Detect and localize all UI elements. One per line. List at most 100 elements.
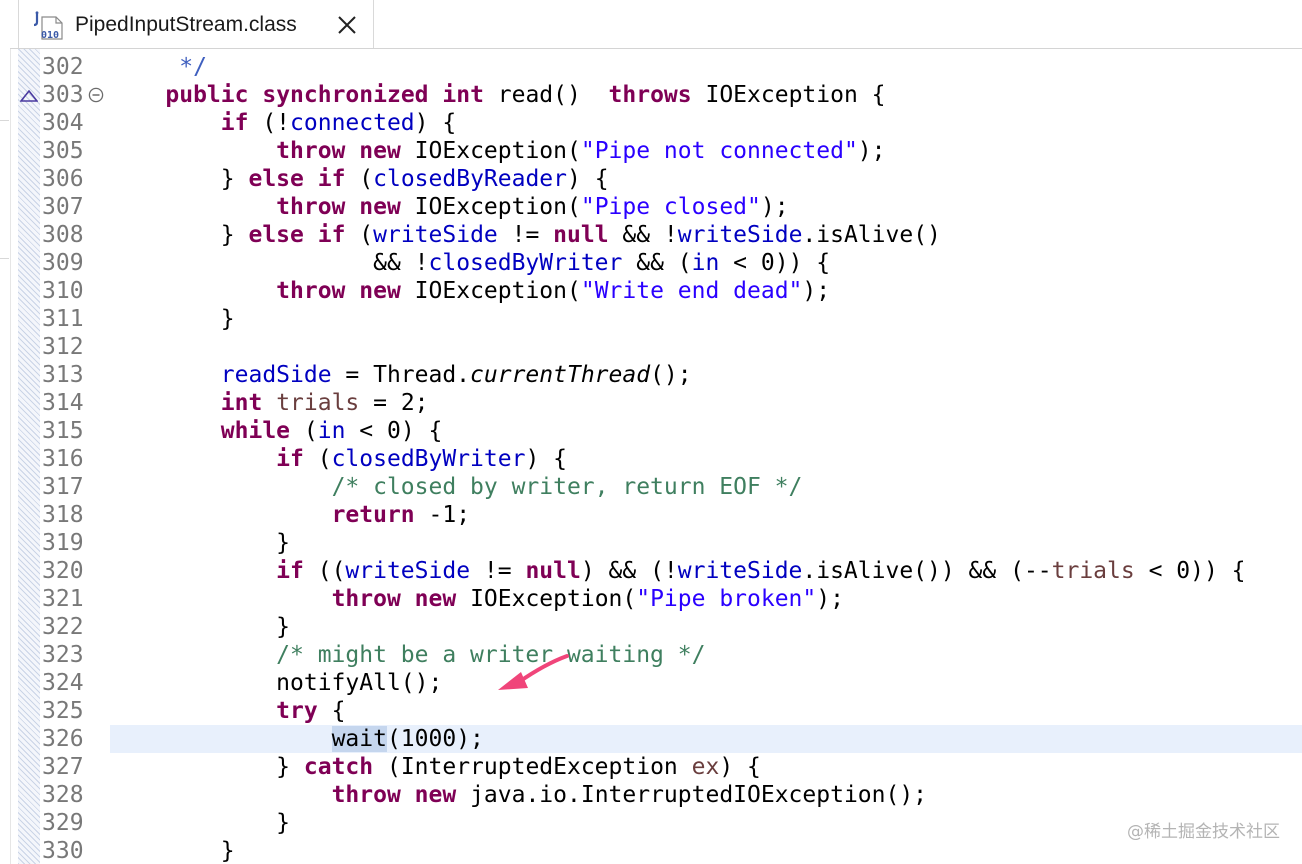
code-line[interactable]: 326 wait(1000); [10, 725, 1302, 753]
tab-pipedinputstream-class[interactable]: 010 PipedInputStream.class [18, 0, 374, 48]
code-text: try { [110, 697, 345, 725]
code-text: } [110, 529, 290, 557]
code-line[interactable]: 328 throw new java.io.InterruptedIOExcep… [10, 781, 1302, 809]
code-token: } [110, 306, 235, 332]
code-token [248, 82, 262, 108]
code-token: wait [331, 726, 387, 752]
code-token: new [359, 138, 401, 164]
code-token [110, 82, 165, 108]
code-line[interactable]: 309 && !closedByWriter && (in < 0)) { [10, 249, 1302, 277]
code-text: */ [110, 53, 207, 81]
line-number: 326 [42, 726, 84, 752]
code-token: /* closed by writer, return EOF */ [331, 474, 803, 500]
code-token: (); [650, 362, 692, 388]
code-line[interactable]: 310 throw new IOException("Write end dea… [10, 277, 1302, 305]
code-text: throw new IOException("Pipe broken"); [110, 585, 844, 613]
code-line[interactable]: 307 throw new IOException("Pipe closed")… [10, 193, 1302, 221]
code-line[interactable]: 324 notifyAll(); [10, 669, 1302, 697]
line-number: 328 [42, 782, 84, 808]
code-token: ); [802, 278, 831, 304]
code-editor[interactable]: 302 */303 public synchronized int read()… [10, 49, 1302, 864]
line-number: 327 [42, 754, 84, 780]
code-token: "Pipe broken" [636, 586, 817, 612]
code-line[interactable]: 302 */ [10, 53, 1302, 81]
line-number: 311 [42, 306, 84, 332]
code-line[interactable]: 316 if (closedByWriter) { [10, 445, 1302, 473]
code-token: ) { [414, 110, 457, 136]
code-token [304, 166, 318, 192]
line-number: 307 [42, 194, 84, 220]
code-text: if ((writeSide != null) && (!writeSide.i… [110, 557, 1246, 585]
code-token: "Pipe closed" [580, 194, 761, 220]
code-token: /* might be a writer waiting */ [276, 642, 706, 668]
code-token: catch [303, 754, 374, 780]
line-number: 324 [42, 670, 84, 696]
tab-title: PipedInputStream.class [75, 13, 297, 36]
code-line[interactable]: 325 try { [10, 697, 1302, 725]
code-line[interactable]: 318 return -1; [10, 501, 1302, 529]
code-token [110, 502, 332, 528]
code-token [345, 194, 359, 220]
code-token: -1; [414, 502, 471, 528]
code-token: while [220, 418, 291, 444]
code-token: ) { [719, 754, 761, 780]
code-token: int [442, 82, 484, 108]
code-line[interactable]: 304 if (!connected) { [10, 109, 1302, 137]
line-number: 318 [42, 502, 84, 528]
code-token: int [220, 390, 263, 416]
code-token: = 2; [359, 390, 429, 416]
code-line[interactable]: 308 } else if (writeSide != null && !wri… [10, 221, 1302, 249]
code-line[interactable]: 314 int trials = 2; [10, 389, 1302, 417]
code-line[interactable]: 312 [10, 333, 1302, 361]
code-line[interactable]: 319 } [10, 529, 1302, 557]
code-token: .isAlive() [802, 222, 941, 248]
override-marker-icon[interactable] [19, 87, 39, 102]
code-token: ( [303, 446, 332, 472]
close-icon[interactable] [337, 15, 357, 35]
line-number: 315 [42, 418, 84, 444]
code-token [110, 782, 332, 808]
code-text: return -1; [110, 501, 470, 529]
line-number: 309 [42, 250, 84, 276]
code-text: readSide = Thread.currentThread(); [110, 361, 692, 389]
code-token: (1000); [386, 726, 484, 752]
code-token [110, 642, 276, 668]
code-line[interactable]: 313 readSide = Thread.currentThread(); [10, 361, 1302, 389]
code-token: IOException( [400, 138, 581, 164]
collapse-icon[interactable] [88, 87, 104, 103]
code-token: } [110, 614, 291, 640]
code-token: } [110, 222, 249, 248]
code-token [110, 726, 332, 752]
code-token: throw [276, 194, 346, 220]
code-text: throw new IOException("Pipe not connecte… [110, 137, 885, 165]
code-line[interactable]: 322 } [10, 613, 1302, 641]
code-token: writeSide [345, 558, 471, 584]
code-token: && ! [608, 222, 678, 248]
code-line[interactable]: 320 if ((writeSide != null) && (!writeSi… [10, 557, 1302, 585]
code-token: notifyAll(); [110, 670, 443, 696]
line-number: 314 [42, 390, 84, 416]
code-line[interactable]: 306 } else if (closedByReader) { [10, 165, 1302, 193]
code-line[interactable]: 321 throw new IOException("Pipe broken")… [10, 585, 1302, 613]
code-text: wait(1000); [110, 725, 484, 753]
code-token: closedByReader [373, 166, 568, 192]
code-text: } catch (InterruptedException ex) { [110, 753, 761, 781]
code-line[interactable]: 330 } [10, 837, 1302, 864]
code-token: (InterruptedException [373, 754, 692, 780]
code-token: && ! [110, 250, 429, 276]
code-line[interactable]: 317 /* closed by writer, return EOF */ [10, 473, 1302, 501]
code-line[interactable]: 305 throw new IOException("Pipe not conn… [10, 137, 1302, 165]
code-line[interactable]: 303 public synchronized int read() throw… [10, 81, 1302, 109]
code-line[interactable]: 323 /* might be a writer waiting */ [10, 641, 1302, 669]
code-token: new [359, 194, 401, 220]
code-token: && ( [622, 250, 692, 276]
left-panel-edge [0, 0, 11, 864]
code-line[interactable]: 315 while (in < 0) { [10, 417, 1302, 445]
panel-divider [0, 120, 9, 121]
code-line[interactable]: 311 } [10, 305, 1302, 333]
code-line[interactable]: 329 } [10, 809, 1302, 837]
code-line[interactable]: 327 } catch (InterruptedException ex) { [10, 753, 1302, 781]
code-token: < 0)) { [1134, 558, 1246, 584]
line-number: 316 [42, 446, 84, 472]
code-token: } [110, 838, 235, 864]
